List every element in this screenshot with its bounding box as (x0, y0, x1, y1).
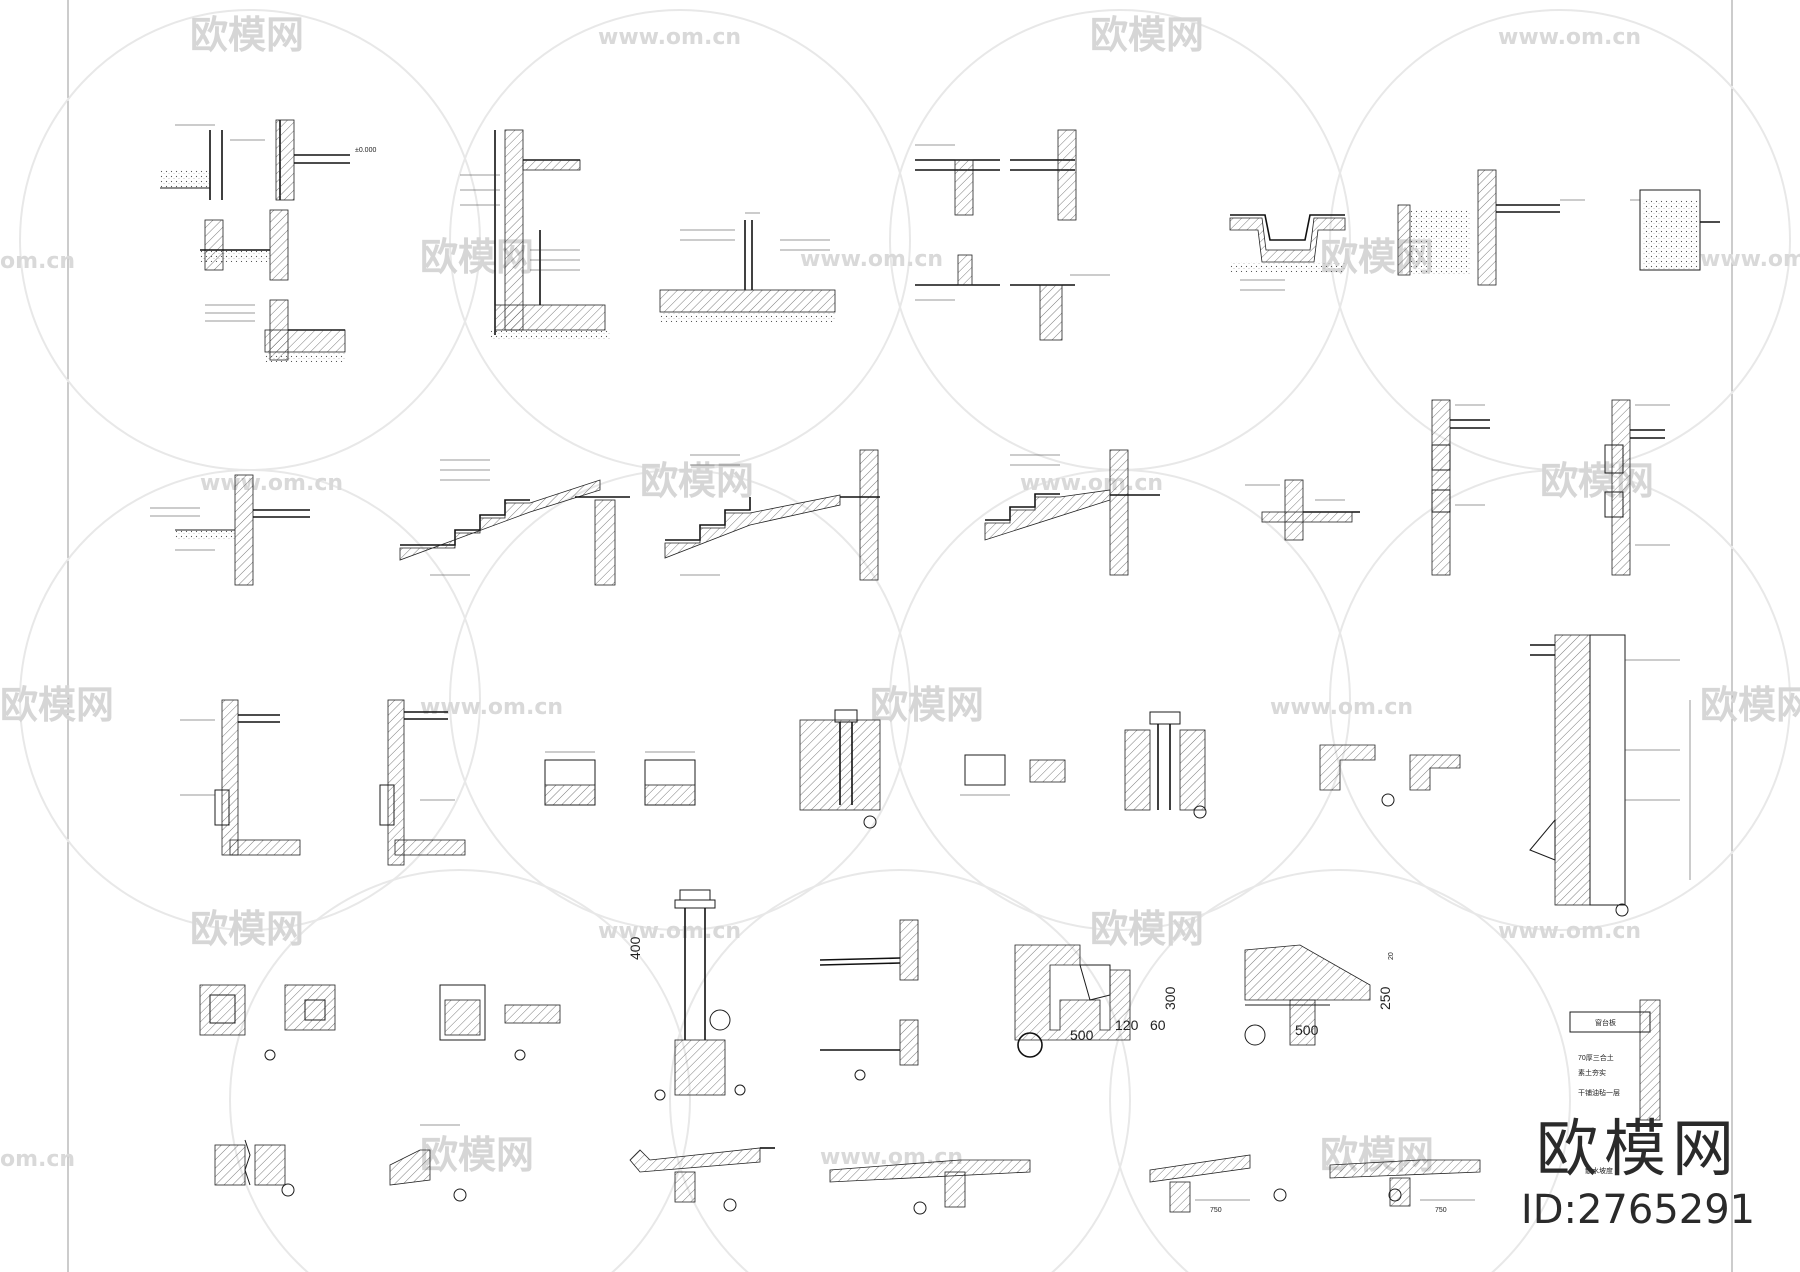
detail-apron-slope-4: 750 (1329, 1159, 1481, 1214)
detail-drain-trench (1229, 214, 1346, 291)
detail-expansion-joint (214, 1139, 295, 1197)
detail-index-marker (264, 1049, 276, 1061)
stamp-brand: 欧模网 (1535, 1112, 1740, 1185)
dimension-label: 400 (627, 936, 643, 960)
dimension-label: 300 (1162, 986, 1178, 1010)
detail-tall-wall-section (1529, 634, 1691, 917)
detail-index-marker (723, 1198, 737, 1212)
detail-apron-slope-1 (629, 1147, 775, 1212)
dimension-label: 250 (1377, 986, 1393, 1010)
watermark-url: www.om.cn (1020, 471, 1163, 496)
dimension-label: 750 (1210, 1207, 1222, 1214)
detail-drain-box (960, 754, 1066, 796)
brand-stamp: 欧模网 ID:2765291 (1518, 1112, 1758, 1233)
dimension-label: 60 (1150, 1017, 1166, 1033)
watermark-brand: 欧模网 (190, 907, 304, 951)
drawing-note: 散水坡度 (1585, 1166, 1613, 1175)
watermark-brand: 欧模网 (1090, 13, 1204, 57)
watermark-url: om.cn (0, 1147, 75, 1172)
detail-eave-projection: 500 250 20 (1244, 944, 1395, 1046)
watermark-url: om.cn (0, 249, 75, 274)
detail-index-marker (1615, 903, 1629, 917)
detail-planter-box (1630, 189, 1720, 271)
detail-index-marker (1388, 1188, 1402, 1202)
detail-gutter-section: 500 120 60 300 (1014, 944, 1178, 1058)
detail-index-marker (1193, 805, 1207, 819)
stamp-id: ID:2765291 (1520, 1187, 1756, 1233)
drawing-note: 窗台板 (1595, 1018, 1616, 1027)
detail-index-marker (1381, 793, 1395, 807)
dimension-label: 20 (1388, 952, 1395, 960)
drawing-note: 素土夯实 (1578, 1068, 1606, 1077)
dimension-label: 750 (1435, 1207, 1447, 1214)
watermark-url: www.om.cn (800, 247, 943, 272)
detail-plinth (150, 474, 310, 586)
detail-basement-wall (460, 129, 610, 340)
detail-eave-corner (1319, 744, 1461, 807)
detail-index-marker (1244, 1024, 1266, 1046)
detail-wall-base-1: ±0.000 (160, 119, 376, 362)
watermark-brand: 欧模网 (1540, 459, 1654, 503)
detail-stair-2 (664, 449, 880, 581)
watermark-url: www.om.cn (1700, 247, 1800, 272)
detail-index-marker (1017, 1032, 1043, 1058)
detail-index-marker (453, 1188, 467, 1202)
detail-wall-window-1 (180, 699, 301, 856)
detail-index-marker (654, 1089, 666, 1101)
detail-column-pipe: 400 (627, 889, 746, 1101)
dimension-label: 500 (1295, 1022, 1319, 1038)
detail-index-marker (913, 1201, 927, 1215)
watermark-url: www.om.cn (420, 695, 563, 720)
detail-beam-slab (915, 129, 1110, 341)
watermark-url: www.om.cn (1498, 919, 1641, 944)
detail-index-marker (514, 1049, 526, 1061)
watermark-text-group: 欧模网 www.om.cn 欧模网 www.om.cn om.cn 欧模网 ww… (0, 13, 1800, 1177)
detail-downpipe-section (799, 709, 881, 829)
detail-window-sill-2 (1604, 399, 1670, 576)
dimension-label: 120 (1115, 1017, 1139, 1033)
watermark-brand: 欧模网 (1700, 683, 1800, 727)
detail-vent-frame (439, 984, 561, 1061)
watermark-brand: 欧模网 (640, 459, 754, 503)
dimension-label: 500 (1070, 1027, 1094, 1043)
detail-index-marker (854, 1069, 866, 1081)
drawing-note: 干铺油毡一层 (1578, 1088, 1620, 1097)
watermark-url: www.om.cn (598, 919, 741, 944)
detail-threshold (1245, 479, 1360, 541)
detail-floor-junction (659, 212, 836, 322)
detail-gutter-plan (544, 751, 696, 806)
watermark-url: www.om.cn (1498, 25, 1641, 50)
detail-vertical-drain (1124, 711, 1207, 819)
elevation-label: ±0.000 (355, 147, 376, 154)
watermark-url: www.om.cn (200, 471, 343, 496)
watermark-rings (19, 9, 1791, 1272)
detail-vent-boxes (199, 984, 336, 1061)
watermark-brand: 欧模网 (870, 683, 984, 727)
detail-index-marker (1273, 1188, 1287, 1202)
watermark-url: www.om.cn (598, 25, 741, 50)
detail-apron-slope-2 (829, 1159, 1031, 1215)
watermark-brand: 欧模网 (420, 1133, 534, 1177)
detail-index-marker (863, 815, 877, 829)
detail-stair-1 (399, 459, 630, 586)
detail-apron: 窗台板 70厚三合土 素土夯实 干铺油毡一层 (1569, 999, 1661, 1121)
detail-stair-3 (984, 449, 1160, 576)
watermark-url: www.om.cn (1270, 695, 1413, 720)
drawing-note: 70厚三合土 (1578, 1053, 1614, 1062)
detail-index-marker (734, 1084, 746, 1096)
detail-wall-window-2 (379, 699, 466, 866)
detail-window-sill-1 (1431, 399, 1490, 576)
watermark-brand: 欧模网 (0, 683, 114, 727)
watermark-brand: 欧模网 (190, 13, 304, 57)
detail-parapet-wall (1397, 169, 1585, 286)
detail-index-marker (281, 1183, 295, 1197)
detail-apron-slope-3: 750 (1149, 1154, 1287, 1214)
detail-eave-small (389, 1124, 467, 1202)
detail-eave-drip (819, 919, 919, 1081)
watermark-brand: 欧模网 (1090, 907, 1204, 951)
